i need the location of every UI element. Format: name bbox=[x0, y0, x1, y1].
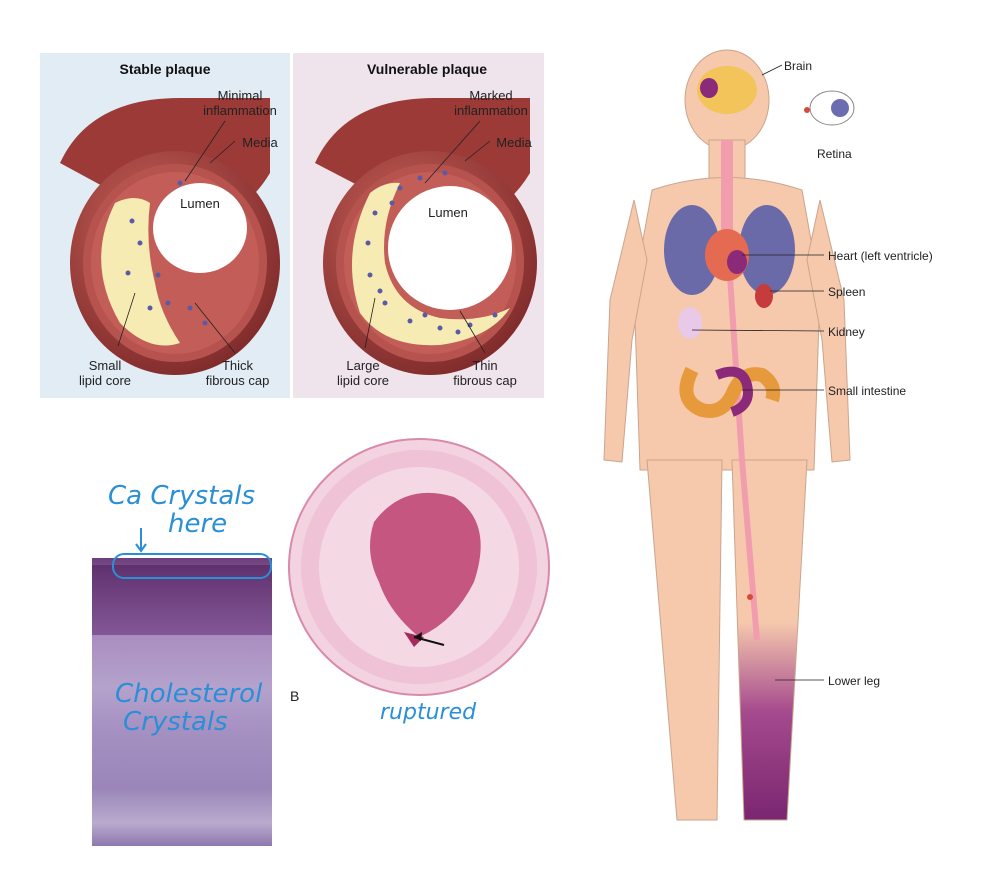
stable-plaque-title: Stable plaque bbox=[119, 61, 211, 77]
infarcted-lower-leg bbox=[731, 459, 808, 821]
vulnerable-cap-label: Thin fibrous cap bbox=[453, 358, 517, 388]
spleen-label: Spleen bbox=[828, 285, 866, 299]
plaque-figure: Stable plaque Vulnerable plaque Minimal … bbox=[40, 53, 544, 398]
ca-crystals-note-line2: here bbox=[168, 509, 228, 539]
small-intestine-label: Small intestine bbox=[828, 384, 907, 398]
plaque-illustration bbox=[40, 53, 544, 398]
vulnerable-plaque-title: Vulnerable plaque bbox=[366, 61, 488, 77]
ca-crystals-note: Ca Crystals here bbox=[108, 482, 278, 538]
stable-inflammation-label: Minimal inflammation bbox=[203, 88, 277, 118]
annotation-arrow-icon bbox=[133, 528, 149, 559]
ruptured-note: ruptured bbox=[380, 700, 477, 725]
ca-crystals-note-line1: Ca Crystals bbox=[108, 481, 256, 511]
heart-label: Heart (left ventricle) bbox=[828, 249, 933, 263]
stable-core-label: Small lipid core bbox=[78, 358, 132, 388]
brain-label: Brain bbox=[784, 59, 813, 73]
stable-cap-label: Thick fibrous cap bbox=[205, 358, 270, 388]
retina-label: Retina bbox=[817, 147, 852, 161]
stable-media-label: Media bbox=[242, 135, 278, 150]
brain-shape bbox=[697, 66, 757, 114]
cholesterol-crystals-note: Cholesterol Crystals bbox=[115, 680, 275, 736]
vulnerable-media-label: Media bbox=[496, 135, 532, 150]
cholesterol-note-line2: Crystals bbox=[123, 707, 228, 737]
vulnerable-lumen-label: Lumen bbox=[428, 205, 468, 220]
stable-lumen-label: Lumen bbox=[180, 196, 220, 211]
kidney-label: Kidney bbox=[828, 325, 865, 339]
ca-crystals-circled-region bbox=[112, 553, 272, 579]
body-figure: Brain Retina Heart (left ventricle) Sple… bbox=[592, 40, 992, 840]
cholesterol-note-line1: Cholesterol bbox=[115, 679, 263, 709]
vulnerable-core-label: Large lipid core bbox=[336, 358, 390, 388]
lower-leg-label: Lower leg bbox=[828, 674, 881, 688]
vulnerable-artery bbox=[315, 98, 537, 375]
vulnerable-inflammation-label: Marked inflammation bbox=[454, 88, 528, 118]
panel-letter-b: B bbox=[290, 688, 300, 704]
ruptured-plaque-micrograph bbox=[284, 432, 554, 707]
